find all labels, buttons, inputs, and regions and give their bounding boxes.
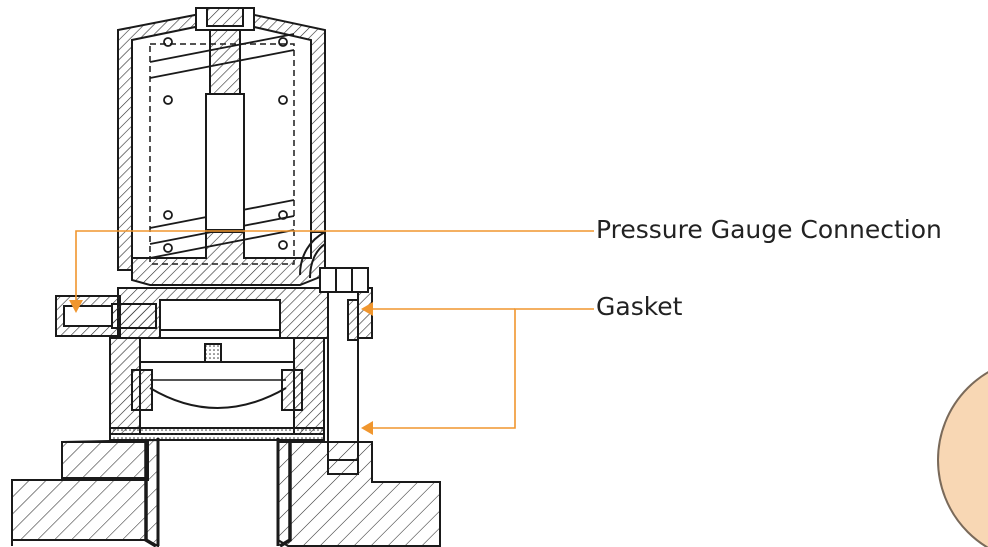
decorative-circle <box>937 371 988 547</box>
gasket-arrowhead-lower <box>361 421 373 435</box>
pressure-gauge-arrowhead <box>69 300 83 313</box>
gasket-label: Gasket <box>596 292 683 321</box>
base-plate <box>11 438 441 547</box>
spring-housing <box>117 7 326 286</box>
gasket-arrowhead-upper <box>361 302 373 316</box>
pressure-gauge-connection-label: Pressure Gauge Connection <box>596 215 942 244</box>
pressure-gauge-leader <box>75 230 594 302</box>
valve-body <box>55 287 373 441</box>
gasket-leader <box>372 308 594 429</box>
